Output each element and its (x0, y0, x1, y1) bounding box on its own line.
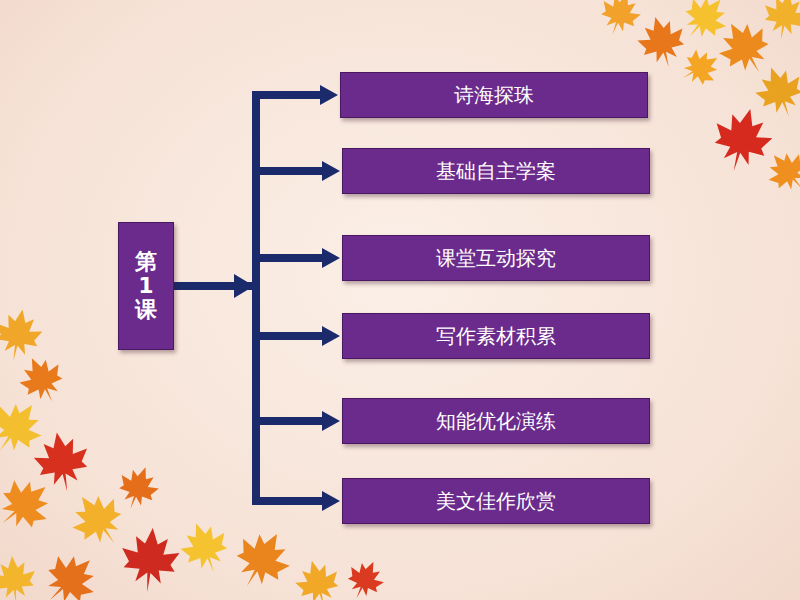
maple-leaf (760, 0, 800, 43)
maple-leaf (224, 521, 301, 600)
trunk-arrowhead (234, 274, 254, 298)
maple-leaf (30, 428, 94, 496)
maple-leaf (0, 305, 46, 364)
maple-leaf (32, 542, 107, 600)
maple-leaf (0, 468, 62, 543)
section-box: 美文佳作欣赏 (342, 478, 650, 524)
maple-leaf (706, 102, 778, 179)
branch-arrow (174, 258, 322, 286)
branch-arrow (174, 286, 322, 501)
section-box: 基础自主学案 (342, 148, 650, 194)
maple-leaf (749, 60, 800, 125)
maple-leaf (0, 391, 53, 466)
branch-arrow (174, 286, 322, 336)
section-title: 课堂互动探究 (436, 245, 556, 272)
maple-leaf (119, 526, 182, 595)
maple-leaf (0, 554, 38, 600)
maple-leaf (594, 0, 646, 41)
section-box: 知能优化演练 (342, 398, 650, 444)
maple-leaf (759, 142, 800, 201)
maple-leaf (340, 554, 390, 600)
lesson-box: 第1课 (118, 222, 174, 350)
maple-leaf (112, 461, 164, 516)
section-title: 诗海探珠 (454, 82, 534, 109)
branch-arrow (174, 286, 322, 421)
maple-leaf (709, 11, 781, 85)
section-title: 知能优化演练 (436, 408, 556, 435)
branch-arrow (174, 171, 322, 286)
section-box: 诗海探珠 (340, 72, 648, 118)
section-title: 美文佳作欣赏 (436, 488, 556, 515)
section-box: 写作素材积累 (342, 313, 650, 359)
maple-leaf (291, 555, 345, 600)
maple-leaf (674, 42, 727, 93)
lesson-title: 第1课 (135, 250, 157, 323)
leaf-cluster-bottom-left (0, 305, 390, 600)
section-title: 基础自主学案 (436, 158, 556, 185)
maple-leaf (633, 11, 692, 73)
maple-leaf (61, 483, 134, 558)
section-box: 课堂互动探究 (342, 235, 650, 281)
maple-leaf (174, 516, 236, 581)
section-title: 写作素材积累 (436, 323, 556, 350)
maple-leaf (12, 349, 71, 411)
